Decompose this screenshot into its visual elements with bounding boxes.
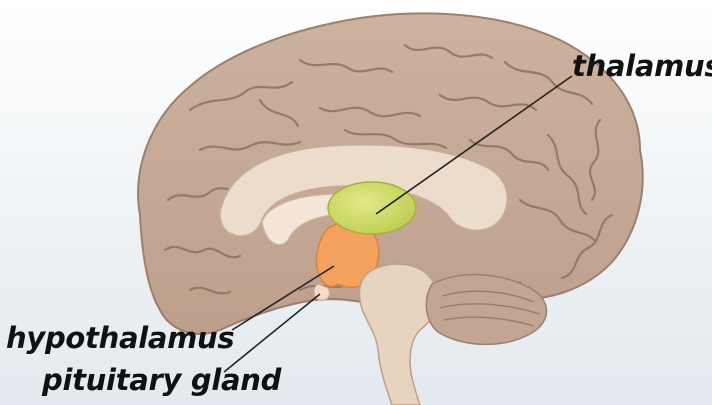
thalamus-structure xyxy=(328,182,416,234)
hypothalamus-label: hypothalamus xyxy=(6,324,234,353)
thalamus-label: thalamus xyxy=(572,52,712,81)
brainstem xyxy=(360,264,438,405)
pituitary-gland-label: pituitary gland xyxy=(42,366,281,395)
